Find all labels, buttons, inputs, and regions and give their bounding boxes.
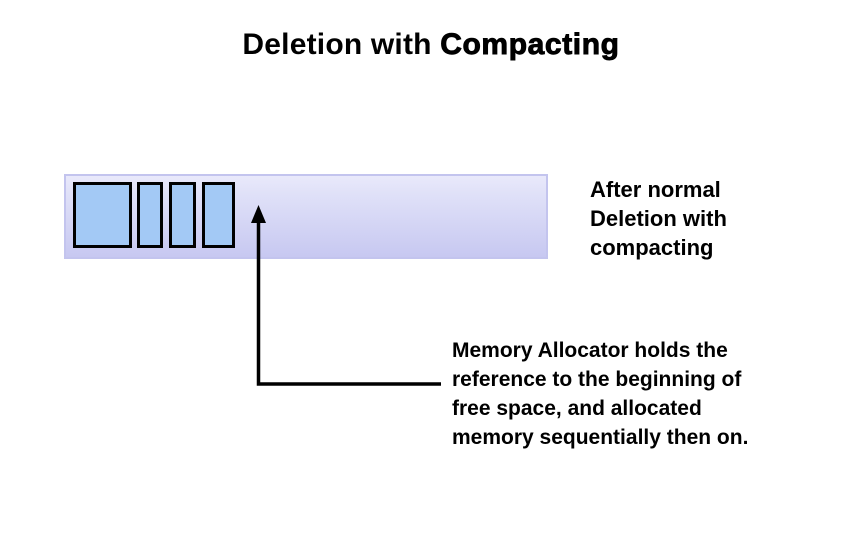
allocator-note-line-2: reference to the beginning of — [452, 368, 742, 391]
after-deletion-line-3: compacting — [590, 235, 714, 260]
title-text-emphasis: Compacting — [440, 28, 620, 62]
allocator-note-line-3: free space, and allocated — [452, 397, 702, 420]
allocator-note-line-4: memory sequentially then on. — [452, 426, 749, 449]
allocated-block-2 — [137, 182, 163, 248]
allocated-block-4 — [202, 182, 235, 248]
after-deletion-label: After normal Deletion with compacting — [590, 175, 727, 262]
allocator-note-line-1: Memory Allocator holds the — [452, 339, 728, 362]
slide-title: Deletion with Compacting — [0, 28, 862, 62]
allocated-block-1 — [73, 182, 132, 248]
title-text-normal: Deletion with — [242, 28, 441, 61]
allocator-note: Memory Allocator holds the reference to … — [452, 336, 748, 452]
after-deletion-line-2: Deletion with — [590, 206, 727, 231]
allocated-block-3 — [169, 182, 196, 248]
after-deletion-line-1: After normal — [590, 177, 721, 202]
memory-bar — [64, 174, 548, 259]
